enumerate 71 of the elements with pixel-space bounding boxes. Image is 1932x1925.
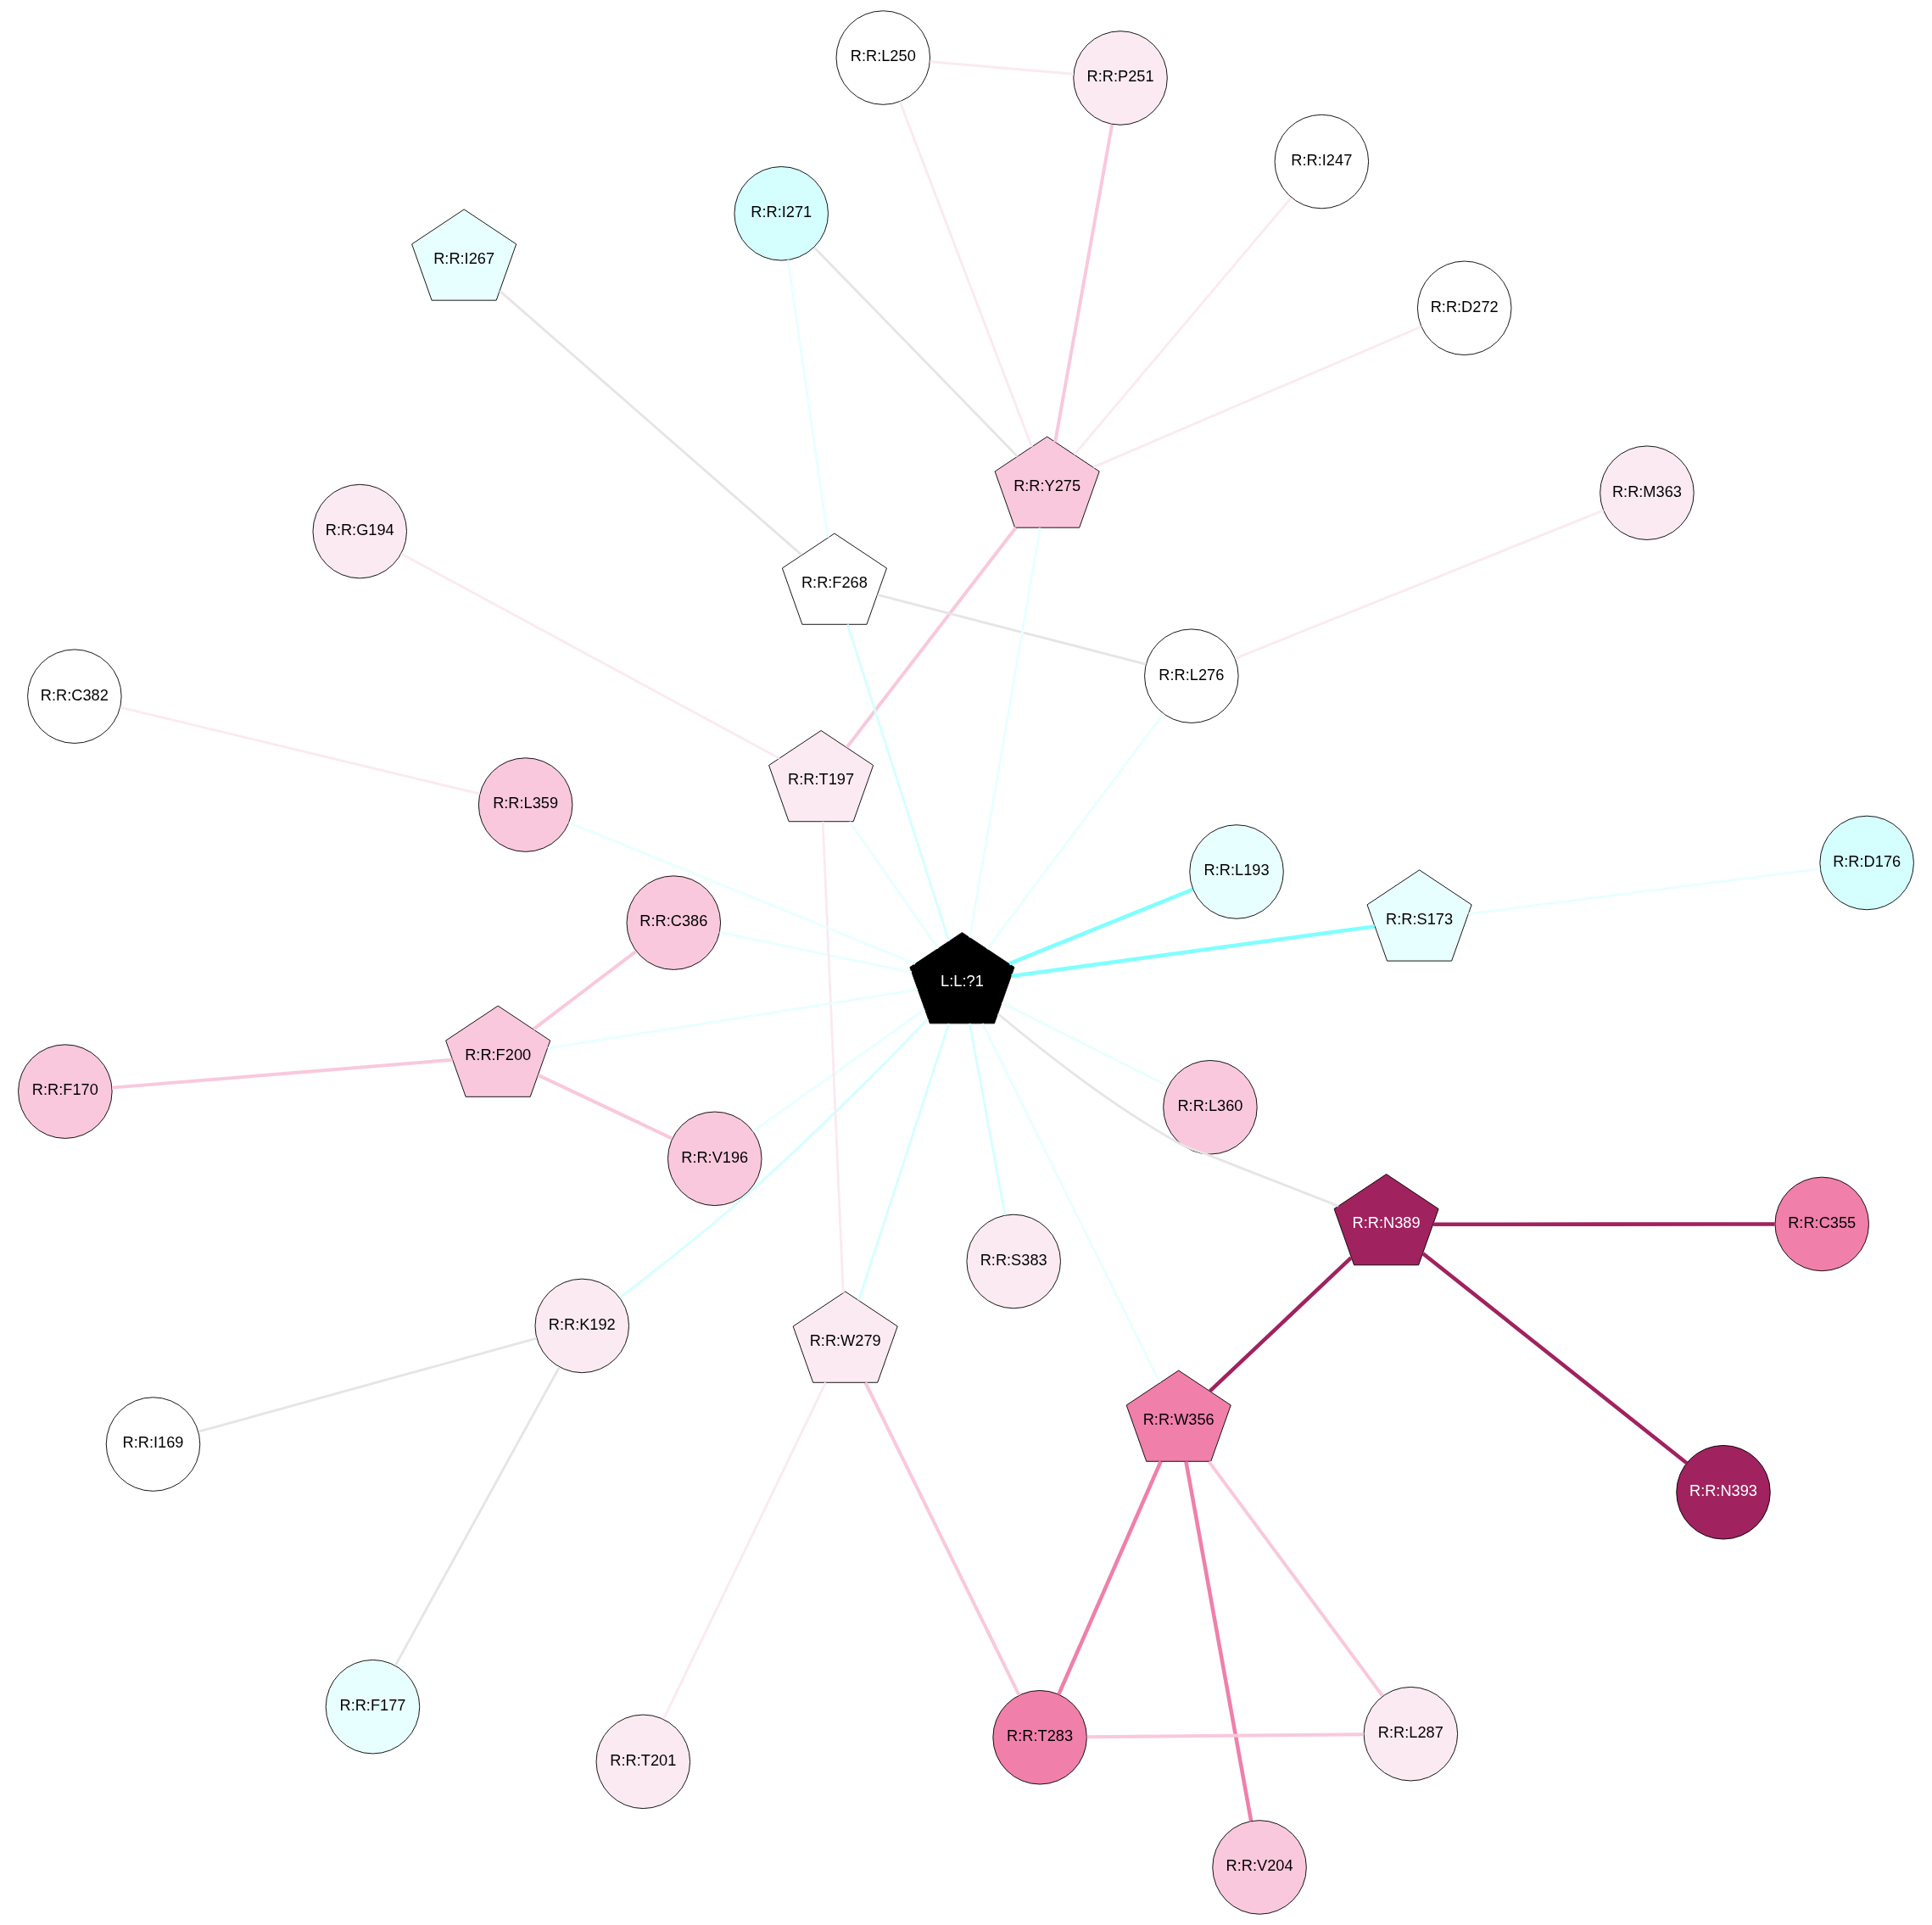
node-circle: R:R:F170 bbox=[18, 1044, 113, 1139]
connector bbox=[877, 594, 1147, 666]
node-circle: R:R:L360 bbox=[1163, 1060, 1258, 1155]
connector bbox=[532, 950, 638, 1031]
connector bbox=[848, 821, 940, 950]
connector bbox=[499, 290, 803, 556]
connector bbox=[786, 259, 829, 538]
connector bbox=[969, 527, 1041, 938]
node-circle: R:R:V204 bbox=[1212, 1820, 1307, 1915]
node-circle: R:R:I271 bbox=[734, 166, 829, 261]
connector bbox=[968, 1023, 1007, 1215]
connector bbox=[1086, 1732, 1364, 1739]
node-circle: R:R:C355 bbox=[1774, 1176, 1869, 1272]
connector bbox=[812, 246, 1019, 458]
connector bbox=[111, 1057, 453, 1090]
connector bbox=[1057, 1460, 1163, 1695]
node-circle: R:R:G194 bbox=[312, 483, 407, 579]
node-circle: R:R:K192 bbox=[534, 1278, 629, 1374]
connector bbox=[618, 1018, 929, 1299]
connector bbox=[752, 1008, 925, 1133]
node-circle: R:R:P251 bbox=[1073, 31, 1168, 126]
connector bbox=[1053, 124, 1114, 443]
connector bbox=[1421, 1252, 1689, 1465]
connector bbox=[846, 624, 951, 942]
connector bbox=[898, 101, 1033, 448]
node-circle: R:R:L359 bbox=[477, 757, 573, 852]
connector bbox=[198, 1336, 538, 1433]
connector bbox=[400, 552, 780, 760]
connector bbox=[1001, 1002, 1169, 1088]
connector bbox=[1073, 197, 1293, 456]
connector bbox=[986, 712, 1164, 951]
node-circle: R:R:S383 bbox=[966, 1214, 1061, 1309]
node-circle: R:R:D176 bbox=[1819, 815, 1914, 911]
node-circle: R:R:C386 bbox=[626, 875, 722, 970]
node-circle: R:R:N393 bbox=[1676, 1445, 1771, 1540]
node-circle: R:R:I169 bbox=[105, 1397, 201, 1492]
connector bbox=[1207, 1460, 1384, 1698]
connector bbox=[120, 706, 480, 795]
connector bbox=[1209, 1256, 1353, 1393]
connector bbox=[1433, 1222, 1775, 1227]
node-circle: R:R:L276 bbox=[1144, 628, 1239, 723]
connector bbox=[1468, 868, 1821, 916]
node-circle: R:R:T201 bbox=[595, 1714, 691, 1810]
node-circle: R:R:C382 bbox=[27, 649, 122, 744]
node-circle: R:R:T283 bbox=[992, 1690, 1087, 1785]
connector bbox=[930, 60, 1074, 75]
connector bbox=[1092, 325, 1422, 469]
connector bbox=[845, 527, 1018, 749]
connector bbox=[1008, 887, 1194, 966]
connector bbox=[719, 931, 913, 974]
node-circle: R:R:D272 bbox=[1416, 260, 1512, 355]
connector bbox=[568, 821, 916, 965]
node-circle: R:R:V196 bbox=[667, 1111, 762, 1207]
connector bbox=[1011, 924, 1376, 979]
node-circle: R:R:L250 bbox=[835, 10, 930, 105]
connector bbox=[981, 1023, 1161, 1384]
node-circle: R:R:L193 bbox=[1189, 824, 1284, 919]
connector bbox=[1184, 1461, 1254, 1822]
connector bbox=[821, 821, 845, 1293]
node-circle: R:R:M363 bbox=[1600, 445, 1695, 540]
connector bbox=[547, 988, 919, 1050]
node-circle: R:R:I247 bbox=[1274, 114, 1370, 209]
node-circle: R:R:F177 bbox=[325, 1659, 421, 1755]
connector bbox=[863, 1381, 1021, 1696]
connector bbox=[537, 1074, 673, 1141]
connector bbox=[997, 1013, 1339, 1208]
connector bbox=[1234, 509, 1605, 660]
connector bbox=[662, 1381, 827, 1720]
connector bbox=[857, 1023, 951, 1301]
connector bbox=[394, 1366, 561, 1666]
node-circle: R:R:L287 bbox=[1363, 1686, 1459, 1782]
